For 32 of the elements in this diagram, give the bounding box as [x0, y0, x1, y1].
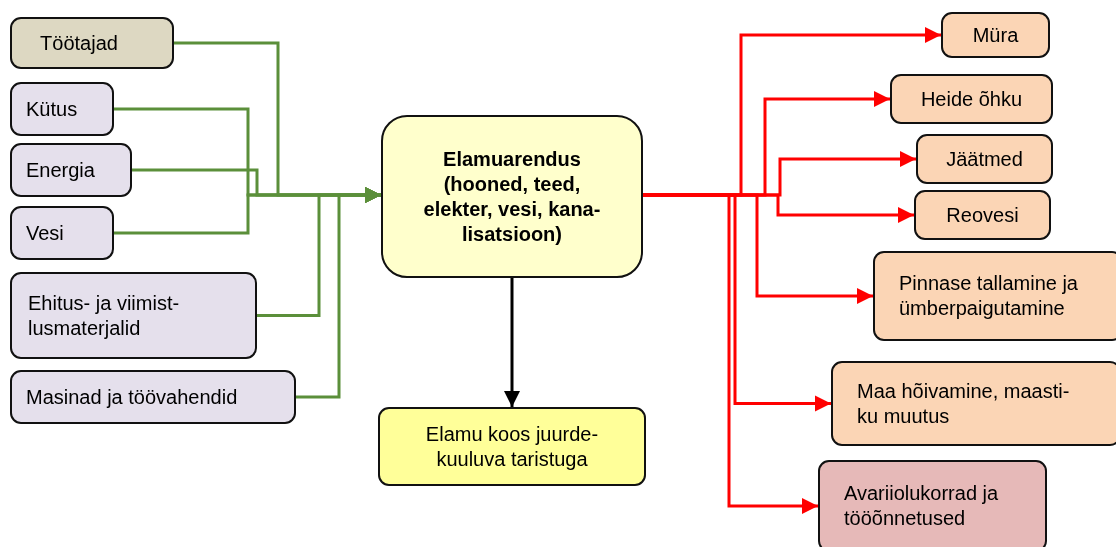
node-label: Elamuarendus (hooned, teed, elekter, vesi, kana- lisatsioon): [422, 146, 602, 247]
rounded-box: [941, 12, 1050, 58]
rounded-box: [916, 134, 1053, 184]
rounded-box: [818, 460, 1047, 547]
rounded-box: [831, 361, 1116, 446]
rounded-box: [914, 190, 1051, 240]
node-label: Vesi: [26, 220, 64, 246]
node-label: Masinad ja töövahendid: [26, 384, 238, 410]
connector-arrow: [503, 278, 521, 407]
node-label: Kütus: [26, 96, 78, 122]
node-label: Reovesi: [946, 202, 1019, 228]
node-label: Töötajad: [40, 30, 118, 56]
rounded-box: [378, 407, 646, 486]
rounded-box: [10, 206, 114, 260]
rounded-box: [10, 370, 296, 424]
rounded-box: [873, 251, 1116, 341]
connector-arrow: [643, 193, 818, 515]
rounded-box: [10, 272, 257, 359]
rounded-box: [10, 143, 132, 197]
node-label: Elamu koos juurde- kuuluva taristuga: [424, 421, 600, 472]
node-label: Ehitus- ja viimist- lusmaterjalid: [28, 290, 181, 341]
rounded-box: [890, 74, 1053, 124]
rounded-box: [10, 17, 174, 69]
node-label: Avariiolukorrad ja tööõnnetused: [844, 481, 1000, 531]
node-label: Pinnase tallamine ja ümberpaigutamine: [899, 271, 1079, 321]
node-label: Maa hõivamine, maasti- ku muutus: [857, 378, 1071, 429]
rounded-box: [10, 82, 114, 136]
process-box: [381, 115, 643, 278]
node-label: Müra: [972, 22, 1019, 48]
node-label: Heide õhku: [920, 86, 1023, 112]
node-label: Energia: [26, 157, 95, 183]
node-label: Jäätmed: [946, 146, 1023, 172]
